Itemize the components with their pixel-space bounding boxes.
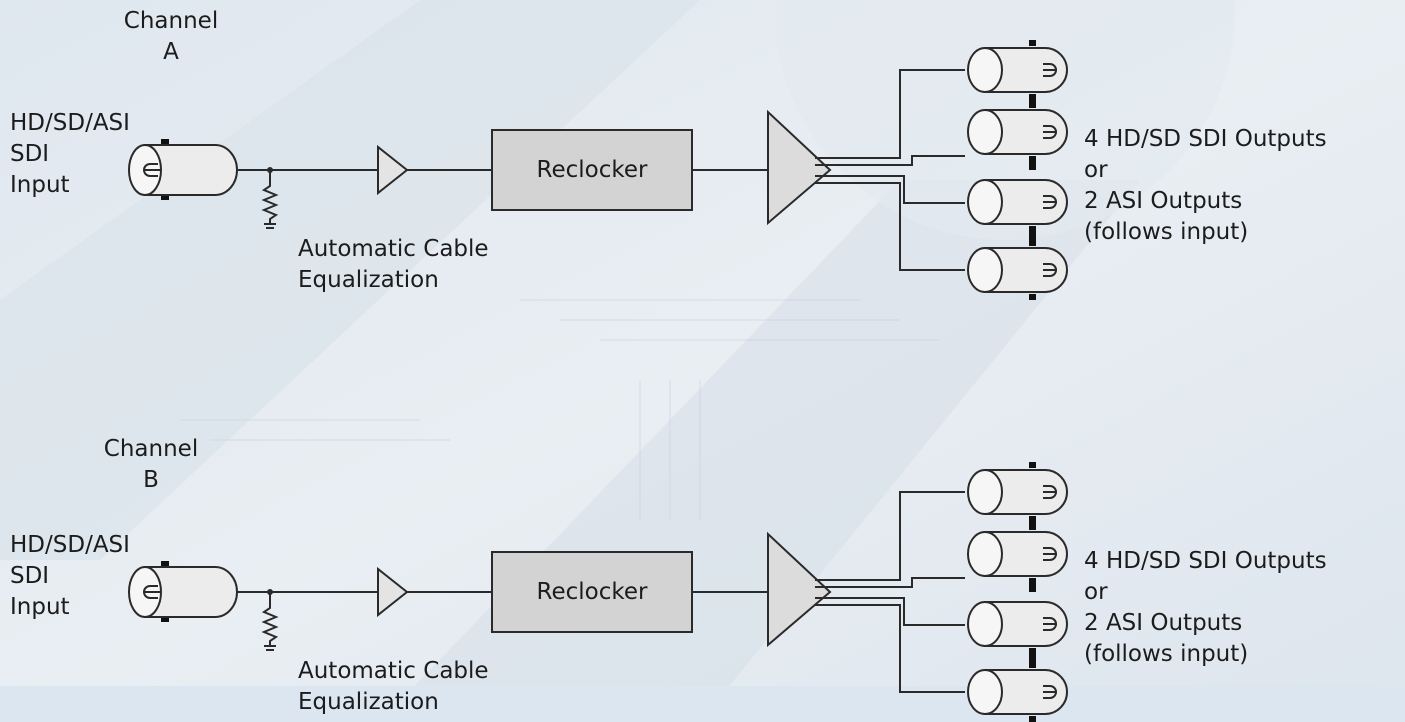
channel-b-signal-path	[128, 462, 1068, 722]
bnc-input-connector-icon	[128, 561, 238, 622]
bnc-output-connector-icon	[967, 516, 1068, 577]
channel-b-title: Channel B	[103, 436, 199, 493]
distribution-amplifier-icon	[767, 531, 832, 648]
bnc-input-connector-icon	[128, 139, 238, 200]
channel-b-reclocker-label: Reclocker	[536, 579, 648, 605]
resistor-icon	[261, 167, 279, 229]
channel-b-outputs-label: 4 HD/SD SDI Outputs or 2 ASI Outputs (fo…	[1084, 548, 1327, 667]
channel-b-input-label: HD/SD/ASI SDI Input	[10, 532, 130, 620]
bnc-output-connector-icon	[967, 462, 1068, 515]
channel-a-input-label: HD/SD/ASI SDI Input	[10, 110, 130, 198]
bnc-output-connector-icon	[967, 226, 1068, 300]
channel-a-eq-label: Automatic Cable Equalization	[298, 236, 489, 293]
distribution-amplifier-icon	[767, 109, 832, 226]
bnc-output-connector-icon	[967, 648, 1068, 722]
resistor-icon	[261, 589, 279, 651]
channel-a-title: Channel A	[123, 8, 219, 65]
bnc-output-connector-icon	[967, 94, 1068, 155]
reclocker-block	[491, 551, 693, 633]
reclocker-block	[491, 129, 693, 211]
channel-b-eq-label: Automatic Cable Equalization	[298, 658, 489, 715]
channel-a-reclocker-label: Reclocker	[536, 157, 648, 183]
equalizer-triangle-icon	[377, 144, 409, 196]
channel-a-signal-path	[128, 40, 1068, 300]
bnc-output-connector-icon	[967, 578, 1068, 647]
equalizer-triangle-icon	[377, 566, 409, 618]
bnc-output-connector-icon	[967, 156, 1068, 225]
bnc-output-connector-icon	[967, 40, 1068, 93]
channel-a-outputs-label: 4 HD/SD SDI Outputs or 2 ASI Outputs (fo…	[1084, 126, 1327, 245]
